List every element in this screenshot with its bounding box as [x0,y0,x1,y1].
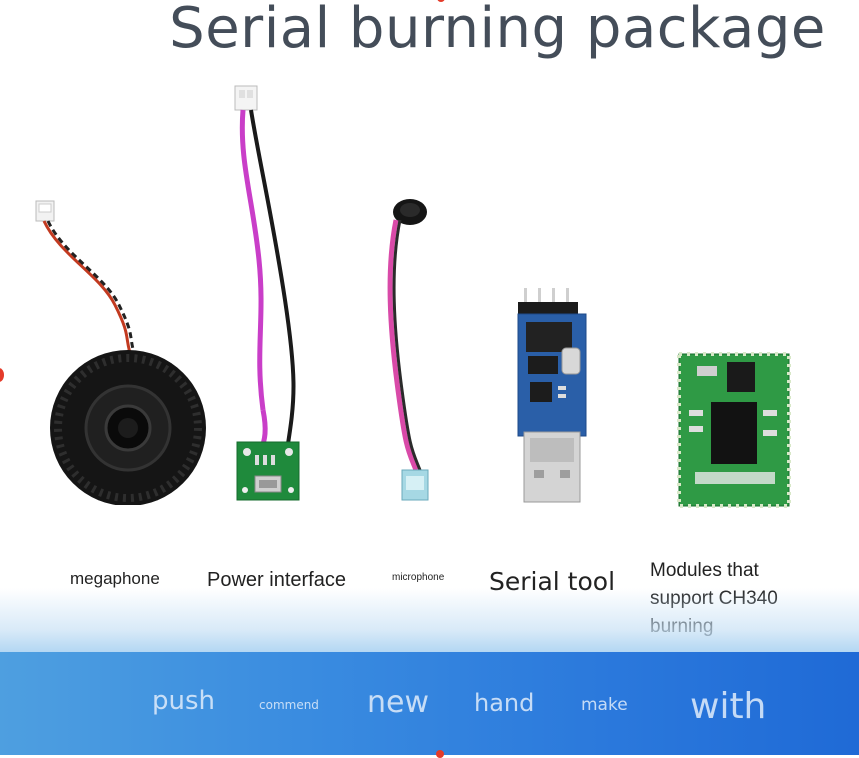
page-title: Serial burning package [169,0,826,61]
megaphone-caption: megaphone [70,569,160,588]
power-interface-caption: Power interface [207,569,346,591]
microphone-image [387,199,429,501]
serial-tool-image [517,288,587,503]
megaphone-image [35,200,206,505]
banner-word: with [690,686,767,727]
power-interface-image [234,85,300,501]
edge-dot [437,0,445,2]
edge-dot [0,368,4,382]
edge-dot [436,750,444,758]
banner-word: make [581,695,628,715]
banner-word: push [152,686,216,716]
banner-haze [0,588,859,658]
banner-word: new [367,685,430,720]
banner-word: hand [474,689,535,717]
microphone-caption: microphone [392,572,445,583]
banner-word: commend [259,698,319,712]
blue-banner [0,652,859,755]
ch340-module-image [677,352,791,508]
